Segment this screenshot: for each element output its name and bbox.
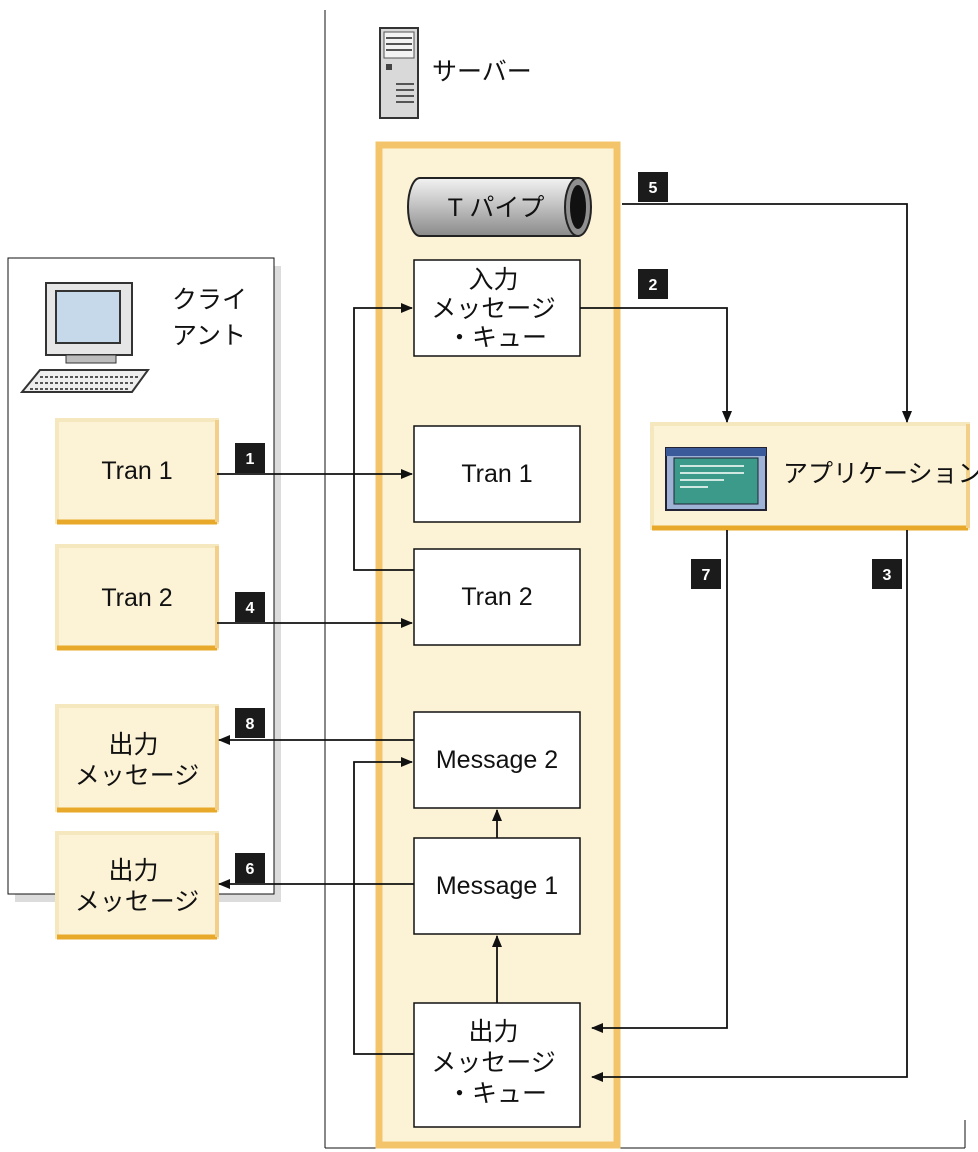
server-box-message1: Message 1 [413, 837, 581, 935]
svg-text:2: 2 [649, 277, 658, 294]
svg-text:Message 2: Message 2 [436, 746, 558, 774]
client-tran1-label: Tran 1 [101, 457, 172, 485]
svg-text:出力 メッセージ ・キュー: 出力 メッセージ ・キュー [431, 1018, 562, 1108]
client-tran2-label: Tran 2 [101, 584, 172, 612]
server-box-input-queue: 入力 メッセージ ・キュー [413, 259, 581, 357]
svg-text:5: 5 [649, 180, 658, 197]
svg-text:3: 3 [883, 567, 892, 584]
svg-text:出力 メッセージ: 出力 メッセージ [75, 731, 200, 790]
client-box-output-message-1: 出力 メッセージ [55, 704, 219, 813]
server-label: サーバー [432, 58, 532, 86]
step-badge-3: 3 [872, 559, 902, 589]
client-label: クライ アント [172, 286, 254, 350]
flow-arrows [217, 203, 912, 1082]
svg-text:1: 1 [246, 451, 255, 468]
server-box-message2: Message 2 [413, 711, 581, 809]
svg-text:出力 メッセージ: 出力 メッセージ [75, 857, 200, 916]
step-badge-5: 5 [638, 172, 668, 202]
svg-text:Tran 2: Tran 2 [461, 583, 532, 611]
svg-text:8: 8 [246, 716, 255, 733]
server-box-tran2: Tran 2 [413, 548, 581, 646]
step-badge-6: 6 [235, 853, 265, 883]
step-badge-1: 1 [235, 443, 265, 473]
svg-text:6: 6 [246, 861, 255, 878]
pipe-icon [407, 177, 592, 237]
svg-text:4: 4 [246, 600, 255, 617]
svg-text:7: 7 [702, 567, 711, 584]
client-box-tran1: Tran 1 [55, 418, 219, 525]
application-label: アプリケーション [783, 460, 978, 488]
server-tower-icon [379, 27, 419, 119]
step-badge-8: 8 [235, 708, 265, 738]
step-badge-7: 7 [691, 559, 721, 589]
desktop-computer-icon [19, 282, 150, 393]
svg-text:Tran 1: Tran 1 [461, 460, 532, 488]
svg-text:入力 メッセージ ・キュー: 入力 メッセージ ・キュー [431, 266, 562, 352]
client-box-tran2: Tran 2 [55, 544, 219, 651]
tpipe-label: T パイプ [448, 194, 545, 222]
application-window-icon [665, 447, 767, 511]
step-badge-4: 4 [235, 592, 265, 622]
svg-text:Message 1: Message 1 [436, 872, 558, 900]
server-box-tran1: Tran 1 [413, 425, 581, 523]
client-box-output-message-2: 出力 メッセージ [55, 831, 219, 940]
server-box-output-queue: 出力 メッセージ ・キュー [413, 1002, 581, 1128]
step-badge-2: 2 [638, 269, 668, 299]
